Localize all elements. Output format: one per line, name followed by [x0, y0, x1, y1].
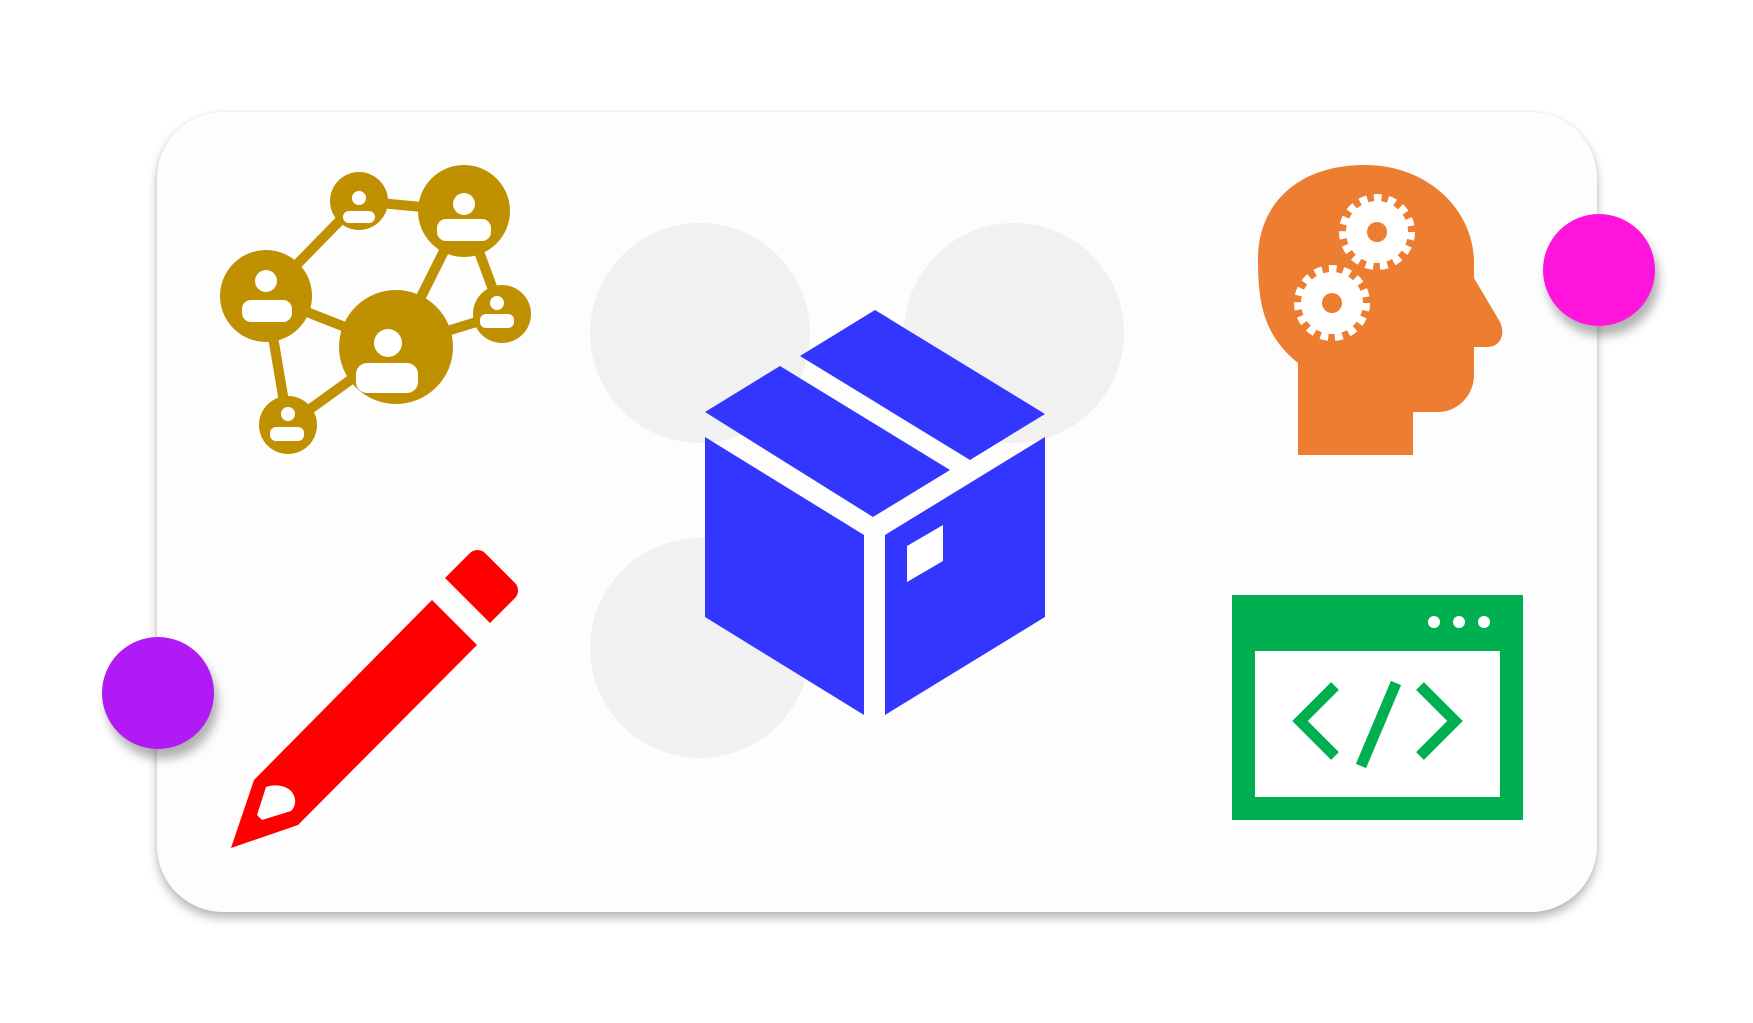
accent-dot-purple — [102, 637, 214, 749]
box-right-face — [885, 437, 1045, 715]
gear-large — [1339, 194, 1415, 270]
pencil-tip-mark — [257, 785, 296, 820]
box-lid-right — [800, 310, 1045, 460]
box-label — [907, 525, 943, 582]
box-lid-left — [705, 366, 950, 517]
pencil-body — [231, 600, 477, 848]
head-silhouette — [1258, 165, 1503, 455]
box-left-face — [705, 437, 864, 715]
code-brackets — [1292, 680, 1463, 769]
window-dots — [1428, 616, 1490, 628]
accent-dot-magenta — [1543, 214, 1655, 326]
gear-small — [1294, 265, 1370, 341]
pencil-eraser — [445, 550, 518, 623]
person-glyphs — [242, 191, 514, 441]
